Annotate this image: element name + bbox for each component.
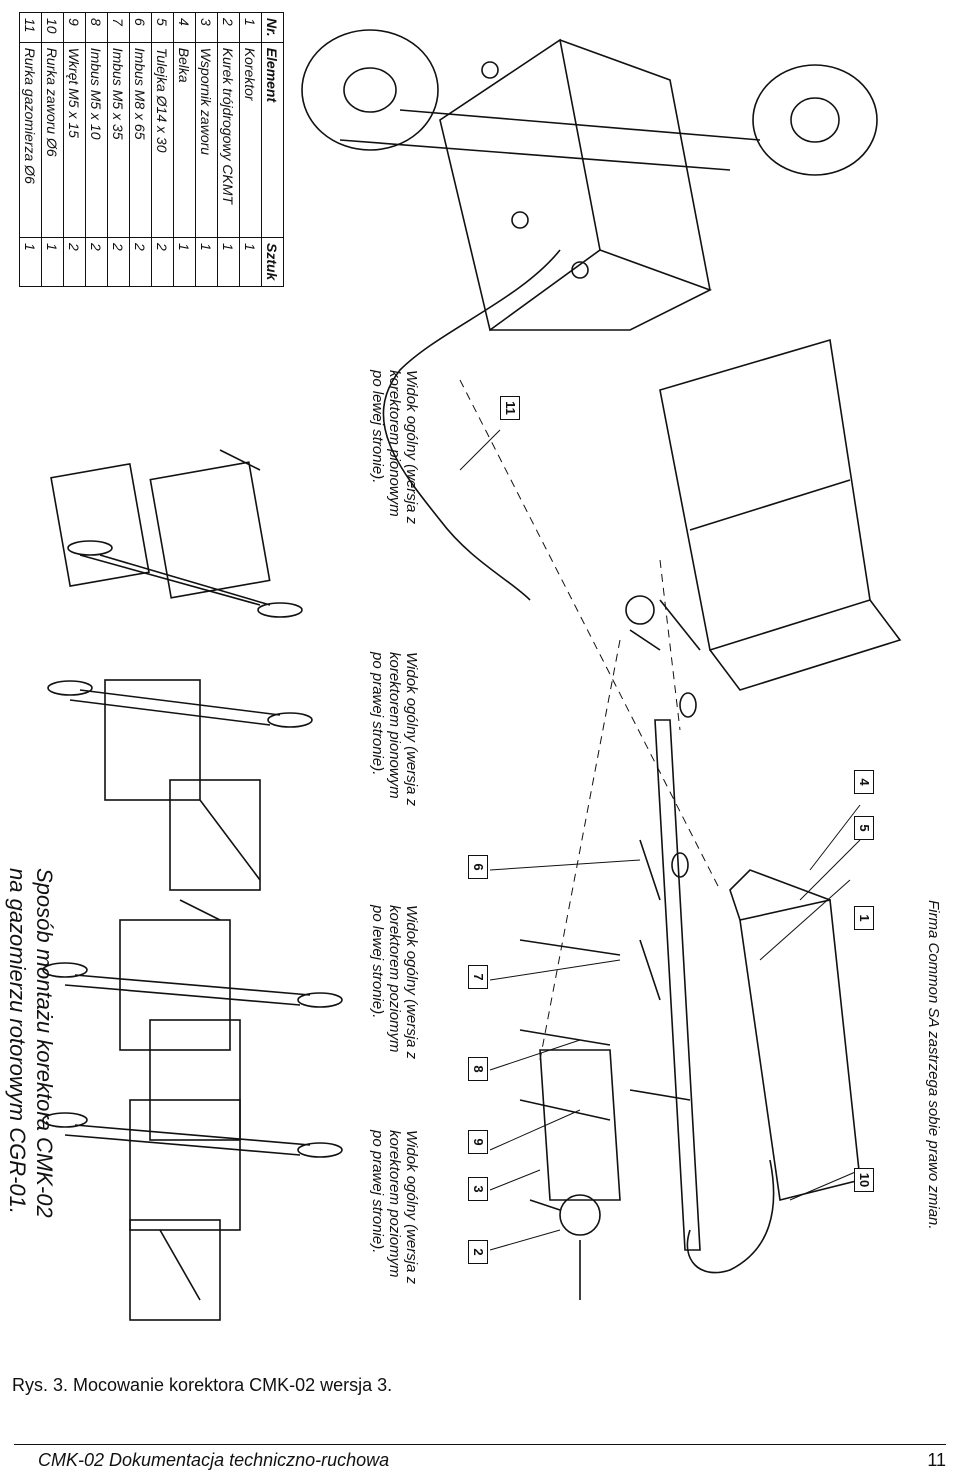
view-caption-line: po prawej stronie). [369, 1130, 386, 1254]
view-caption-line: korektorem pionowym [386, 370, 403, 517]
footer-divider [14, 1444, 946, 1445]
cell-qty: 2 [151, 237, 174, 287]
view-caption-line: Widok ogólny (wersja z [403, 370, 420, 525]
cell-qty: 2 [129, 237, 152, 287]
callout-6: 6 [468, 855, 488, 879]
cell-nr: 10 [41, 12, 64, 43]
header-qty: Sztuk [261, 237, 284, 287]
cell-qty: 1 [173, 237, 196, 287]
title-line-1: Sposób montażu korektora CMK-02 [32, 868, 57, 1218]
header-element: Element [261, 42, 284, 238]
figure-caption: Rys. 3. Mocowanie korektora CMK-02 wersj… [12, 1375, 393, 1395]
parts-table-header: Nr. Element Sztuk [261, 12, 284, 287]
view-caption-line: po prawej stronie). [369, 652, 386, 776]
gas-tube-11 [382, 249, 561, 601]
three-way-valve-2 [559, 1194, 601, 1236]
callout-7: 7 [468, 965, 488, 989]
drawing-sheet: Sposób montażu korektora CMK-02 na gazom… [4, 12, 942, 1360]
view-caption-line: korektorem poziomym [386, 1130, 403, 1278]
callout-11: 11 [500, 396, 520, 420]
cell-qty: 2 [63, 237, 86, 287]
cell-element: Kurek trójdrogowy CKMT [217, 42, 240, 238]
cell-element: Rurka gazomierza Ø6 [19, 42, 42, 238]
right-flange [752, 64, 878, 176]
cell-element: Tulejka Ø14 x 30 [151, 42, 174, 238]
cell-element: Rurka zaworu Ø6 [41, 42, 64, 238]
cell-element: Korektor [239, 42, 262, 238]
callout-10: 10 [854, 1168, 874, 1192]
cell-nr: 11 [19, 12, 42, 43]
view-2-drawing [47, 679, 313, 891]
cell-nr: 9 [63, 12, 86, 43]
view-caption-line: korektorem pionowym [386, 652, 403, 799]
view-4-drawing [42, 1099, 343, 1321]
drawing-title: Sposób montażu korektora CMK-02 na gazom… [4, 868, 58, 1218]
cell-qty: 1 [195, 237, 218, 287]
view-caption-line: po lewej stronie). [369, 370, 386, 484]
cell-nr: 1 [239, 12, 262, 43]
view-caption-line: Widok ogólny (wersja z [403, 1130, 420, 1285]
view-3-drawing [42, 899, 343, 1141]
rotated-drawing: Sposób montażu korektora CMK-02 na gazom… [4, 12, 942, 1360]
cell-nr: 8 [85, 12, 108, 43]
page-number: 11 [927, 1450, 946, 1470]
cell-element: Wkręt M5 x 15 [63, 42, 86, 238]
view-caption-line: Widok ogólny (wersja z [403, 652, 420, 807]
firma-note: Firma Common SA zastrzega sobie prawo zm… [925, 900, 942, 1230]
view-caption-1: Widok ogólny (wersja z korektorem pionow… [369, 370, 420, 650]
cell-element: Imbus M5 x 10 [85, 42, 108, 238]
cell-nr: 3 [195, 12, 218, 43]
callout-5: 5 [854, 816, 874, 840]
cell-qty: 2 [107, 237, 130, 287]
beam-4 [654, 719, 701, 1251]
cell-element: Wspornik zaworu [195, 42, 218, 238]
cell-qty: 1 [19, 237, 42, 287]
header-nr: Nr. [261, 12, 284, 43]
cell-nr: 4 [173, 12, 196, 43]
valve-bracket-3 [539, 1049, 621, 1201]
cell-element: Imbus M5 x 35 [107, 42, 130, 238]
callout-9: 9 [468, 1130, 488, 1154]
footer-doc-title: CMK-02 Dokumentacja techniczno-ruchowa [38, 1450, 390, 1470]
callout-1: 1 [854, 906, 874, 930]
left-flange [301, 29, 439, 151]
cell-qty: 2 [85, 237, 108, 287]
view-caption-2: Widok ogólny (wersja z korektorem pionow… [369, 652, 420, 932]
callout-4: 4 [854, 770, 874, 794]
assembly-drawing [42, 29, 902, 1321]
cell-qty: 1 [239, 237, 262, 287]
cell-nr: 7 [107, 12, 130, 43]
cell-nr: 2 [217, 12, 240, 43]
callout-8: 8 [468, 1057, 488, 1081]
cell-qty: 1 [217, 237, 240, 287]
valve-tube-10 [686, 1159, 775, 1274]
callout-3: 3 [468, 1177, 488, 1201]
cell-qty: 1 [41, 237, 64, 287]
view-caption-4: Widok ogólny (wersja z korektorem poziom… [369, 1130, 420, 1360]
cell-nr: 5 [151, 12, 174, 43]
cell-element: Belka [173, 42, 196, 238]
corrector-1-exploded [739, 899, 861, 1201]
callout-2: 2 [468, 1240, 488, 1264]
title-line-2: na gazomierzu rotorowym CGR-01. [5, 868, 30, 1215]
cell-nr: 6 [129, 12, 152, 43]
corrector-box [659, 338, 871, 652]
cell-element: Imbus M8 x 65 [129, 42, 152, 238]
view-1-drawing [50, 449, 303, 618]
